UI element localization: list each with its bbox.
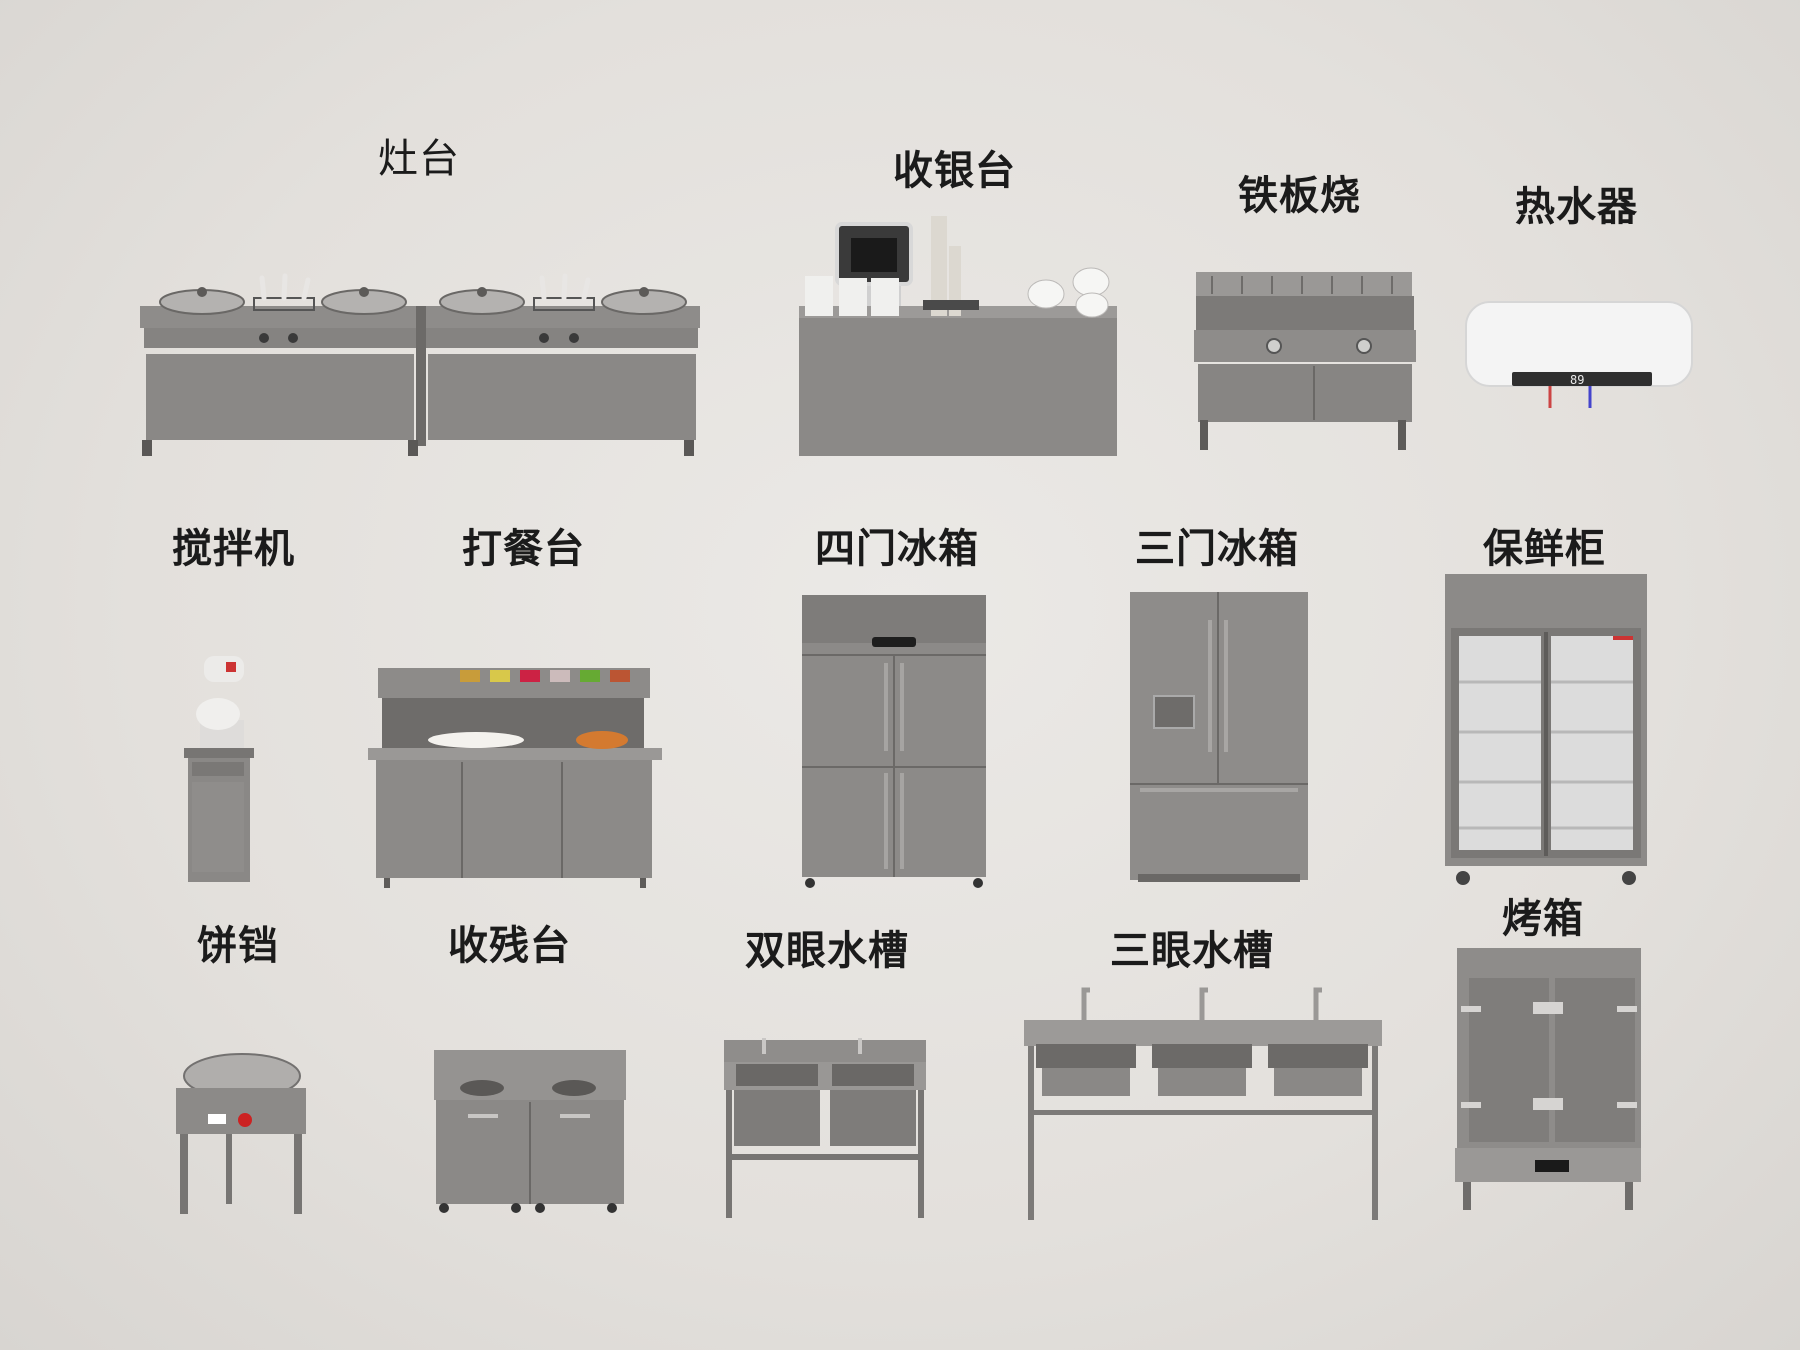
four-door-fridge-icon <box>800 593 988 889</box>
label-mixer: 搅拌机 <box>172 526 295 572</box>
label-fridge4: 四门冰箱 <box>815 526 979 572</box>
stove-icon <box>138 272 704 458</box>
label-serving: 打餐台 <box>462 526 585 572</box>
griddle-icon <box>1192 270 1418 456</box>
label-stove: 灶台 <box>378 136 460 182</box>
mixer-icon <box>178 650 268 890</box>
triple-sink-icon <box>1022 986 1384 1222</box>
serving-counter-icon <box>368 666 664 890</box>
dish-return-counter-icon <box>428 1048 632 1214</box>
label-showcase: 保鲜柜 <box>1483 526 1606 572</box>
label-sink2: 双眼水槽 <box>745 928 909 974</box>
pancake-pan-icon <box>166 1048 316 1218</box>
label-heater: 热水器 <box>1515 184 1638 230</box>
label-griddle: 铁板烧 <box>1238 173 1361 219</box>
svg-text:89: 89 <box>1570 373 1584 387</box>
label-cashier: 收银台 <box>893 148 1016 194</box>
label-fridge3: 三门冰箱 <box>1135 526 1299 572</box>
display-cooler-icon <box>1443 572 1649 888</box>
label-sink3: 三眼水槽 <box>1110 928 1274 974</box>
steam-oven-icon <box>1453 946 1643 1214</box>
label-pancake: 饼铛 <box>197 923 279 969</box>
three-door-fridge-icon <box>1128 590 1310 886</box>
double-sink-icon <box>722 1034 930 1220</box>
label-oven: 烤箱 <box>1502 896 1584 942</box>
cashier-counter-icon <box>795 210 1125 460</box>
label-dish: 收残台 <box>448 923 571 969</box>
water-heater-icon: 89 <box>1465 300 1694 414</box>
